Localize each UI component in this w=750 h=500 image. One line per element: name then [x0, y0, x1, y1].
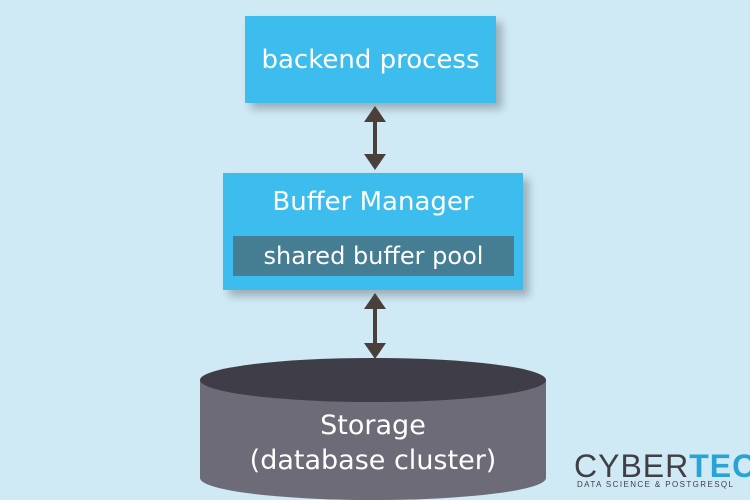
storage-subtitle: (database cluster) — [249, 445, 497, 476]
logo-wordmark: CYBERTEC — [574, 450, 750, 482]
storage-label: Storage (database cluster) — [200, 408, 546, 478]
backend-process-label: backend process — [261, 44, 480, 75]
storage-title: Storage — [320, 410, 426, 441]
buffer-manager-label: Buffer Manager — [272, 187, 474, 217]
shared-buffer-pool-label: shared buffer pool — [263, 242, 484, 270]
logo-brand-part1: CYBER — [574, 448, 690, 484]
cybertec-logo: CYBERTEC DATA SCIENCE & POSTGRESQL — [574, 450, 750, 490]
double-arrow-icon — [364, 293, 386, 359]
logo-tagline: DATA SCIENCE & POSTGRESQL — [577, 480, 735, 489]
double-arrow-icon — [364, 106, 386, 170]
shared-buffer-pool-box: shared buffer pool — [233, 236, 514, 276]
logo-brand-part2: TEC — [689, 448, 750, 484]
backend-process-box: backend process — [245, 16, 496, 103]
buffer-manager-box: Buffer Manager shared buffer pool — [223, 173, 523, 290]
